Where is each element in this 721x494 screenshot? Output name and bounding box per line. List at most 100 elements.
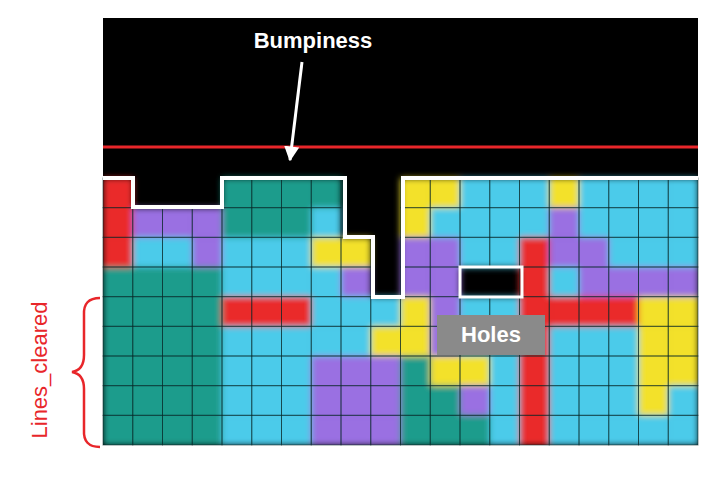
block-cell — [460, 178, 490, 208]
block-cell — [252, 208, 282, 238]
grid-line — [401, 415, 431, 445]
block-cell — [490, 178, 520, 208]
block-cell — [282, 208, 312, 238]
block-cell — [103, 386, 133, 416]
block-cell — [668, 356, 698, 386]
grid-line — [371, 326, 401, 356]
block-cell — [639, 237, 669, 267]
block-cell — [460, 356, 490, 386]
block-cell — [639, 208, 669, 238]
grid-line — [639, 267, 669, 297]
block-cell — [371, 386, 401, 416]
grid-line — [579, 237, 609, 267]
block-cell — [222, 178, 252, 208]
block-cell — [490, 237, 520, 267]
block-cell — [609, 356, 639, 386]
block-cell — [222, 326, 252, 356]
node-text: Holes — [461, 322, 521, 348]
grid-line — [579, 208, 609, 238]
grid-line — [341, 267, 371, 297]
grid-line — [252, 326, 282, 356]
limit-line — [103, 146, 698, 149]
block-cell — [282, 178, 312, 208]
grid-line — [639, 208, 669, 238]
grid-line — [163, 386, 193, 416]
grid-line — [639, 415, 669, 445]
grid-line — [282, 356, 312, 386]
grid-line — [639, 178, 669, 208]
block-cell — [311, 415, 341, 445]
block-cell — [341, 297, 371, 327]
block-cell — [609, 237, 639, 267]
block-cell — [252, 237, 282, 267]
grid-line — [490, 386, 520, 416]
grid-line — [133, 415, 163, 445]
grid-line — [430, 356, 460, 386]
block-cell — [222, 356, 252, 386]
grid-line — [222, 178, 252, 208]
block-cell — [252, 386, 282, 416]
grid-line — [520, 208, 550, 238]
grid-line — [490, 237, 520, 267]
block-cell — [579, 237, 609, 267]
grid-line — [282, 208, 312, 238]
grid-line — [103, 297, 133, 327]
block-cell — [549, 267, 579, 297]
block-cell — [609, 386, 639, 416]
grid-line — [311, 267, 341, 297]
block-cell — [192, 415, 222, 445]
grid-line — [133, 208, 163, 238]
block-cell — [430, 415, 460, 445]
grid-line — [163, 415, 193, 445]
block-cell — [520, 208, 550, 238]
grid-line — [579, 178, 609, 208]
grid-line — [192, 356, 222, 386]
block-cell — [490, 386, 520, 416]
block-cell — [163, 208, 193, 238]
block-cell — [520, 415, 550, 445]
grid-line — [341, 297, 371, 327]
block-cell — [282, 326, 312, 356]
block-cell — [133, 356, 163, 386]
block-cell — [103, 208, 133, 238]
grid-line — [192, 208, 222, 238]
grid-line — [430, 178, 460, 208]
block-cell — [371, 356, 401, 386]
grid-line — [668, 386, 698, 416]
block-cell — [341, 267, 371, 297]
grid-line — [341, 237, 371, 267]
grid-line — [609, 267, 639, 297]
block-cell — [609, 297, 639, 327]
pointer-arrow — [290, 62, 302, 160]
grid-line — [609, 415, 639, 445]
grid-line — [668, 326, 698, 356]
grid-line — [163, 326, 193, 356]
block-cell — [401, 208, 431, 238]
block-cell — [549, 356, 579, 386]
grid-line — [639, 386, 669, 416]
block-cell — [222, 237, 252, 267]
grid-line — [252, 208, 282, 238]
block-cell — [401, 386, 431, 416]
block-cell — [192, 356, 222, 386]
grid-line — [579, 415, 609, 445]
grid-line — [192, 326, 222, 356]
grid-line — [668, 297, 698, 327]
grid-line — [520, 178, 550, 208]
grid-line — [460, 237, 490, 267]
block-cell — [639, 326, 669, 356]
block-cell — [252, 326, 282, 356]
grid-line — [579, 326, 609, 356]
block-cell — [252, 267, 282, 297]
block-cell — [341, 415, 371, 445]
block-cell — [252, 178, 282, 208]
grid-line — [103, 208, 133, 238]
grid-line — [549, 356, 579, 386]
block-cell — [311, 356, 341, 386]
grid-line — [192, 267, 222, 297]
grid-line — [311, 237, 341, 267]
grid-line — [520, 267, 550, 297]
block-cell — [282, 267, 312, 297]
grid-line — [460, 208, 490, 238]
grid-line — [401, 386, 431, 416]
